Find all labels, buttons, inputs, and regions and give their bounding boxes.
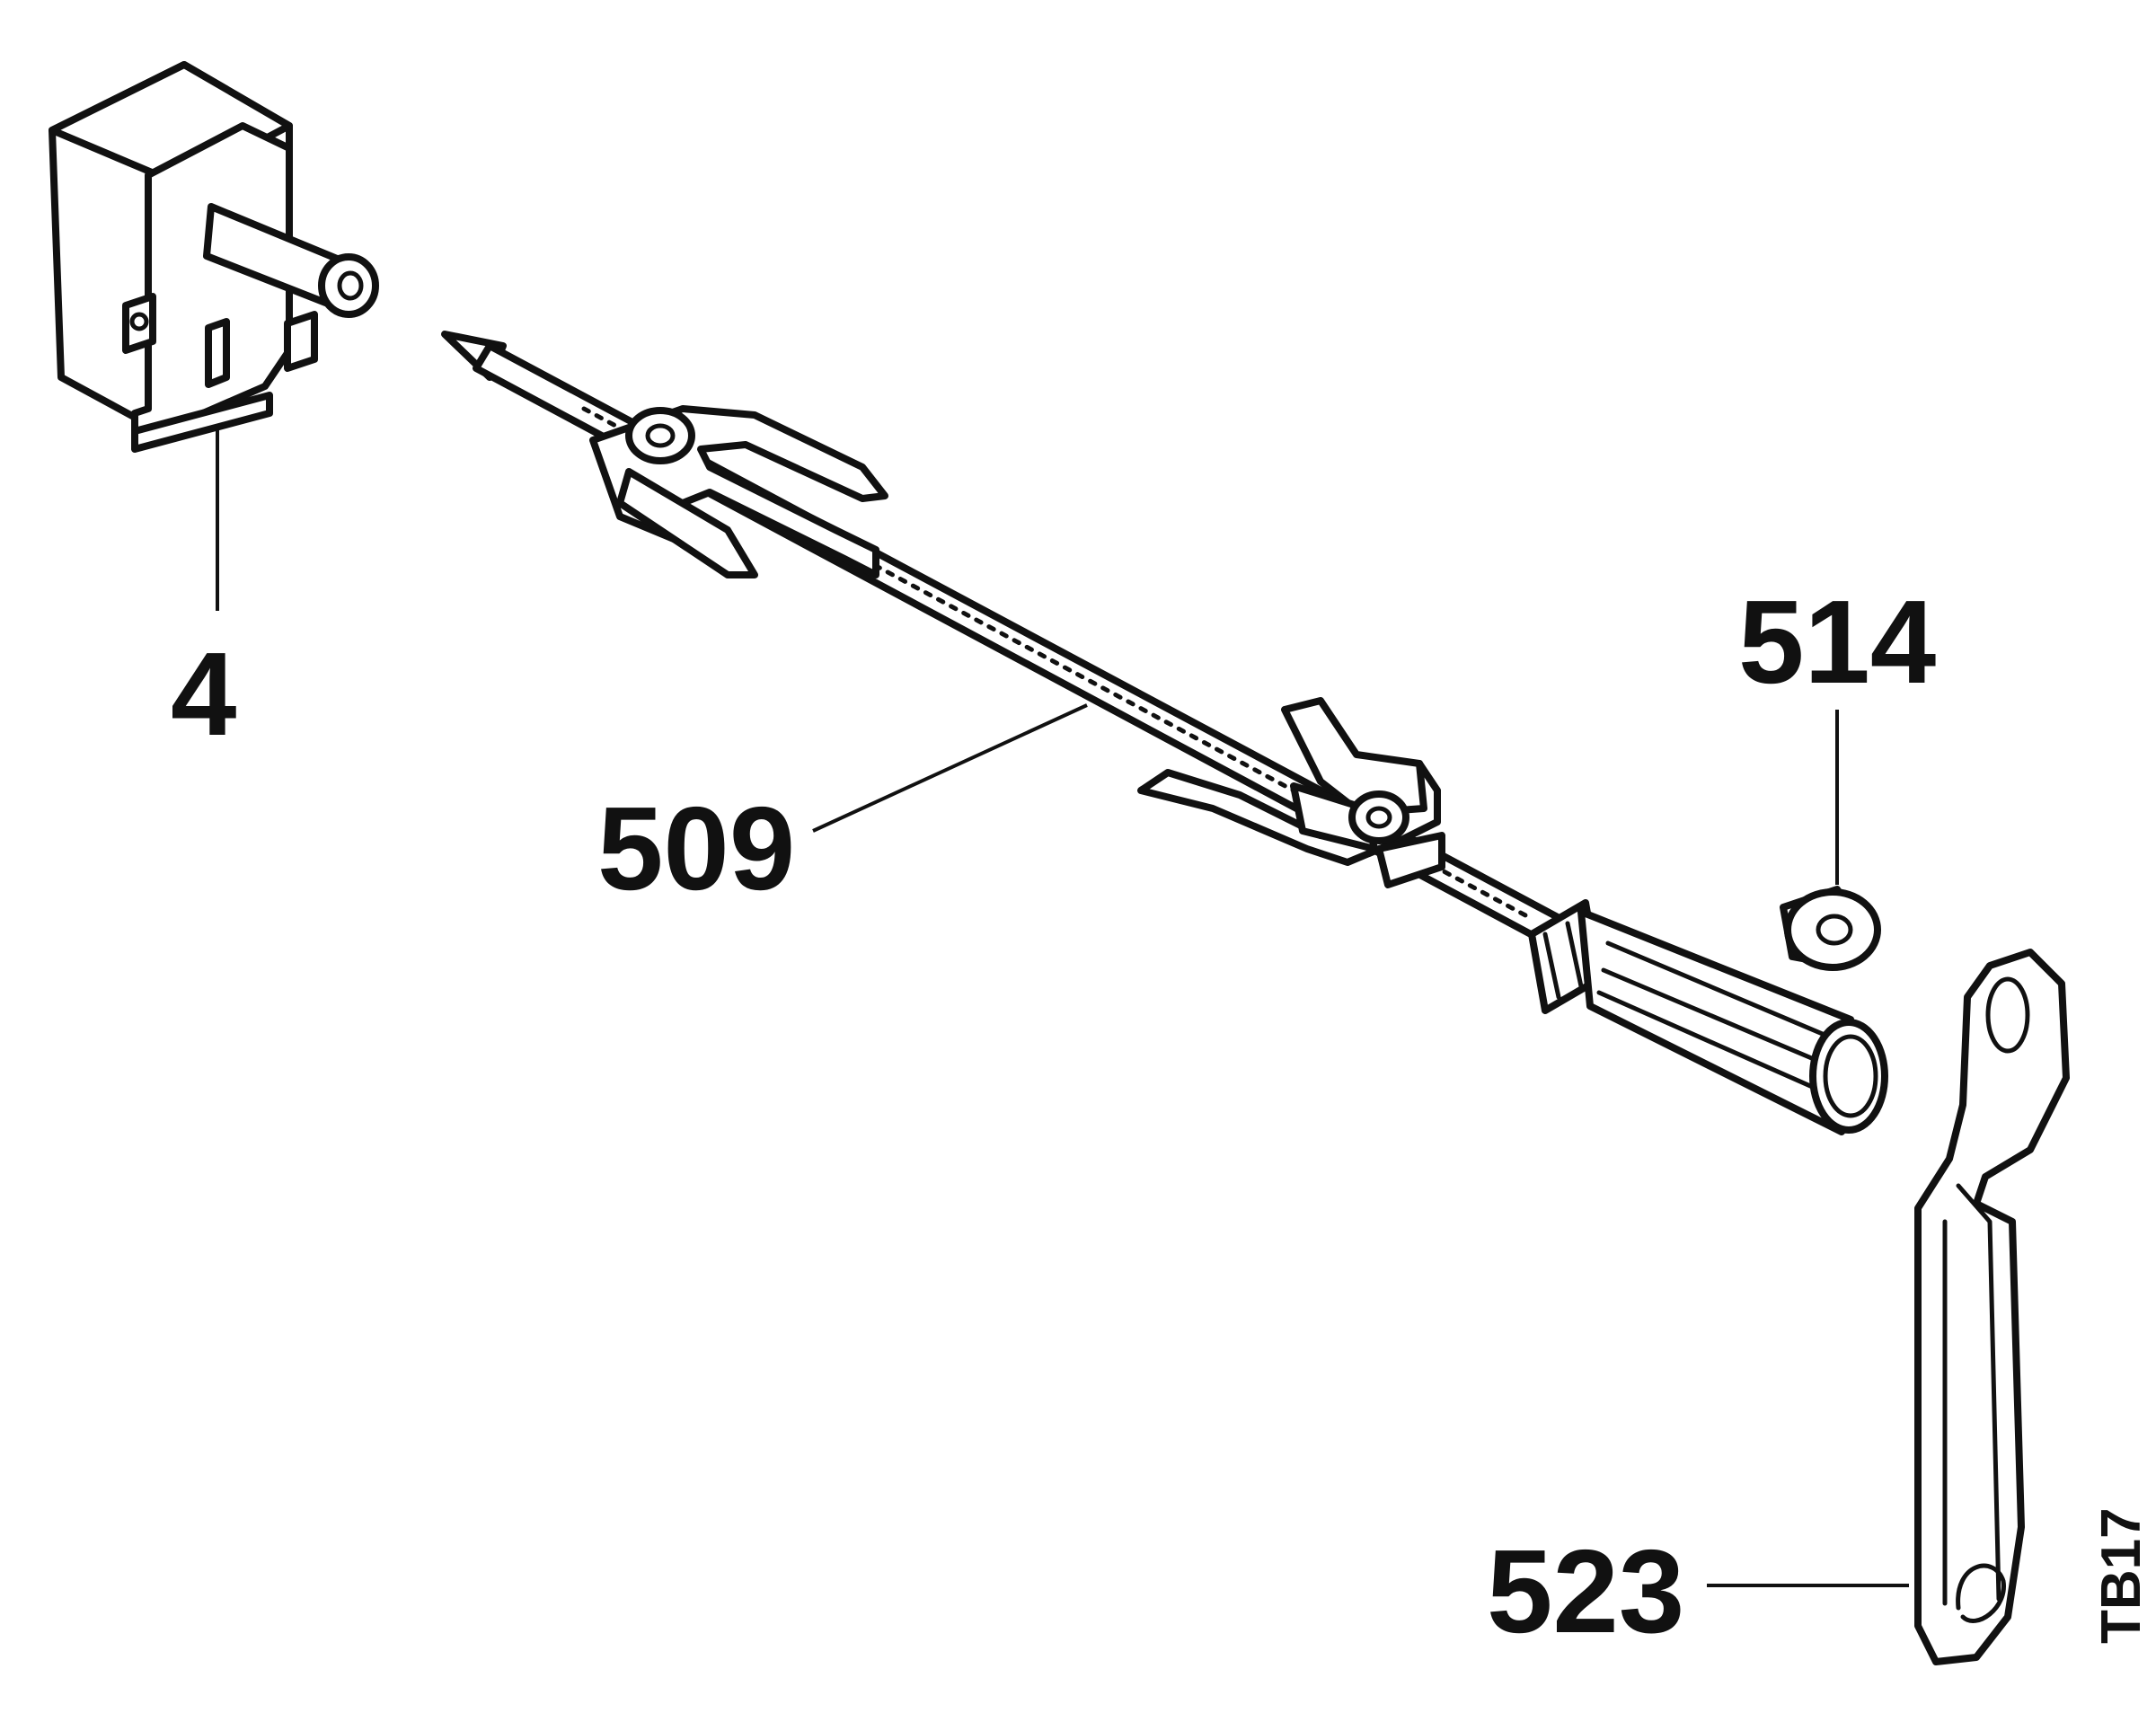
spit-part — [441, 331, 1888, 1135]
thermostat-part — [49, 61, 379, 611]
spit-leader-line — [812, 703, 1088, 833]
thermostat-part-number: 4 — [171, 628, 236, 760]
nut-part — [1780, 710, 1881, 971]
spit-part-number: 509 — [597, 782, 795, 914]
nut-part-number: 514 — [1738, 576, 1936, 708]
diagram-code: TB17 — [2090, 1507, 2152, 1644]
bracket-part-number: 523 — [1487, 1525, 1684, 1657]
bracket-part — [1707, 949, 2070, 1665]
